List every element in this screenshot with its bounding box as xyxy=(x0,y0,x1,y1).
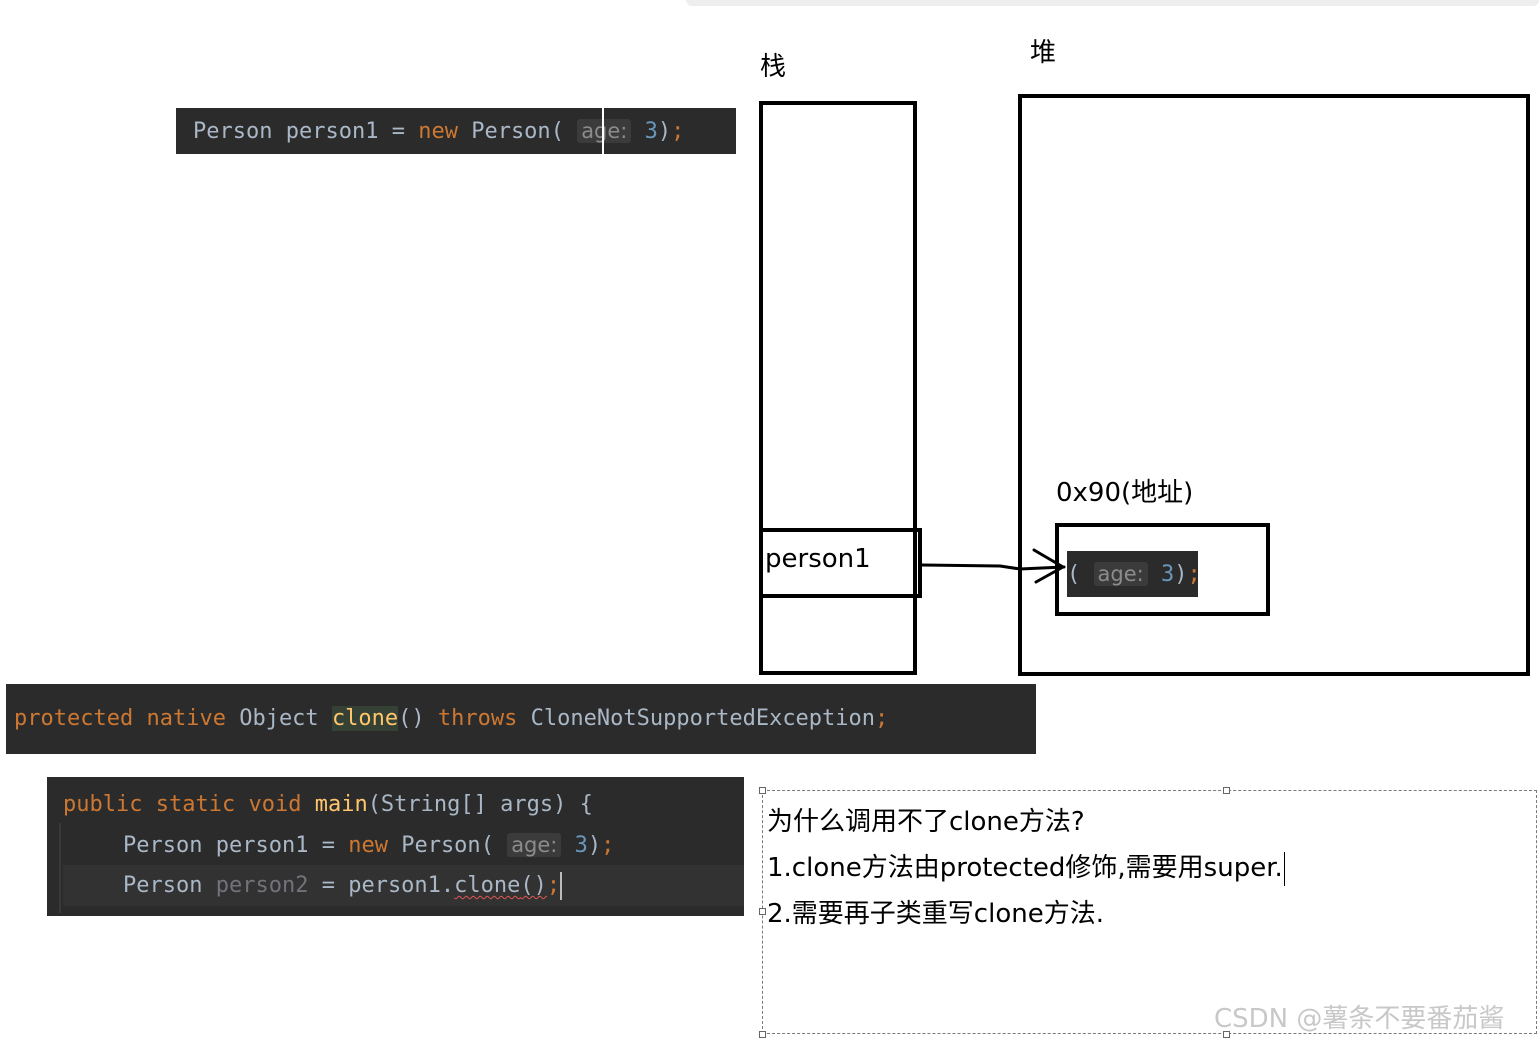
semicolon: ; xyxy=(546,873,561,898)
crop-seam xyxy=(602,108,604,154)
resize-handle[interactable] xyxy=(1223,1031,1230,1038)
note-line-1: 为什么调用不了clone方法? xyxy=(767,807,1085,837)
new-keyword: new xyxy=(418,119,458,144)
return-type: Object xyxy=(239,706,319,731)
exception-type: CloneNotSupportedException xyxy=(530,706,876,731)
public-keyword: public xyxy=(63,792,143,817)
ctor-token: Person xyxy=(471,119,551,144)
open-paren: ( xyxy=(550,119,564,144)
note-line-3: 2.需要再子类重写clone方法. xyxy=(767,899,1104,929)
type-token: Person xyxy=(193,119,273,144)
resize-handle[interactable] xyxy=(1223,787,1230,794)
eq-token: = xyxy=(321,833,335,858)
stack-box xyxy=(759,101,917,675)
clone-method: clone xyxy=(331,706,399,731)
void-keyword: void xyxy=(248,792,302,817)
var-token: person1 xyxy=(285,119,379,144)
native-keyword: native xyxy=(146,706,226,731)
target-token: person1. xyxy=(348,873,455,898)
ctor-token: Person xyxy=(401,833,481,858)
semicolon: ; xyxy=(601,833,615,858)
code-snippet-clone-signature: protected native Object clone() throws C… xyxy=(6,684,1036,754)
open-paren: ( xyxy=(1067,562,1081,587)
stack-var-label: person1 xyxy=(765,544,871,574)
heap-box xyxy=(1018,94,1530,676)
semicolon: ; xyxy=(671,119,685,144)
eq-token: = xyxy=(391,119,405,144)
var-token: person2 xyxy=(215,873,309,898)
static-keyword: static xyxy=(155,792,236,817)
heap-address-label: 0x90(地址) xyxy=(1056,478,1194,508)
type-token: Person xyxy=(123,873,203,898)
params: (String[] args) { xyxy=(367,792,593,817)
code-line-1: public static void main(String[] args) { xyxy=(63,785,593,825)
type-token: Person xyxy=(123,833,203,858)
param-hint: age: xyxy=(577,119,632,143)
resize-handle[interactable] xyxy=(759,787,766,794)
clone-call: clone xyxy=(454,873,521,898)
param-hint: age: xyxy=(1093,562,1148,586)
close-paren: ) xyxy=(657,119,672,144)
protected-keyword: protected xyxy=(14,706,134,731)
open-paren: ( xyxy=(480,833,494,858)
resize-handle[interactable] xyxy=(759,908,766,915)
code-line-3: Person person2 = person1.clone(); xyxy=(123,866,563,906)
parens: () xyxy=(398,706,425,731)
arg-value: 3 xyxy=(1160,562,1175,587)
note-line-2-text: 1.clone方法由protected修饰,需要用super. xyxy=(767,853,1283,883)
arg-value: 3 xyxy=(574,833,588,858)
stack-label: 栈 xyxy=(760,52,787,82)
close-paren: ) xyxy=(1174,562,1188,587)
text-caret xyxy=(560,872,563,900)
semicolon: ; xyxy=(1187,562,1201,587)
indent-guide xyxy=(59,823,61,913)
main-method: main xyxy=(314,792,368,817)
resize-handle[interactable] xyxy=(759,1031,766,1038)
eq-token: = xyxy=(321,873,335,898)
top-shadow-bar xyxy=(686,0,1539,6)
current-line-highlight xyxy=(63,865,744,906)
note-textbox[interactable]: 为什么调用不了clone方法? 1.clone方法由protected修饰,需要… xyxy=(762,790,1537,1034)
parens: () xyxy=(520,873,547,898)
arg-value: 3 xyxy=(644,119,658,144)
watermark: CSDN @薯条不要番茄酱 xyxy=(1214,1004,1505,1034)
semicolon: ; xyxy=(875,706,889,731)
param-hint: age: xyxy=(507,833,562,857)
note-line-2: 1.clone方法由protected修饰,需要用super. xyxy=(767,847,1285,886)
heap-label: 堆 xyxy=(1030,38,1057,68)
note-caret xyxy=(1283,851,1285,886)
code-snippet-main: public static void main(String[] args) {… xyxy=(47,777,744,916)
code-snippet-person1: Person person1 = new Person( age: 3); xyxy=(176,108,736,154)
heap-object-code: ( age: 3); xyxy=(1067,551,1201,597)
new-keyword: new xyxy=(348,833,388,858)
stack-slot-person1 xyxy=(759,528,922,598)
throws-keyword: throws xyxy=(437,706,518,731)
close-paren: ) xyxy=(587,833,602,858)
code-line-2: Person person1 = new Person( age: 3); xyxy=(123,825,614,866)
var-token: person1 xyxy=(215,833,309,858)
